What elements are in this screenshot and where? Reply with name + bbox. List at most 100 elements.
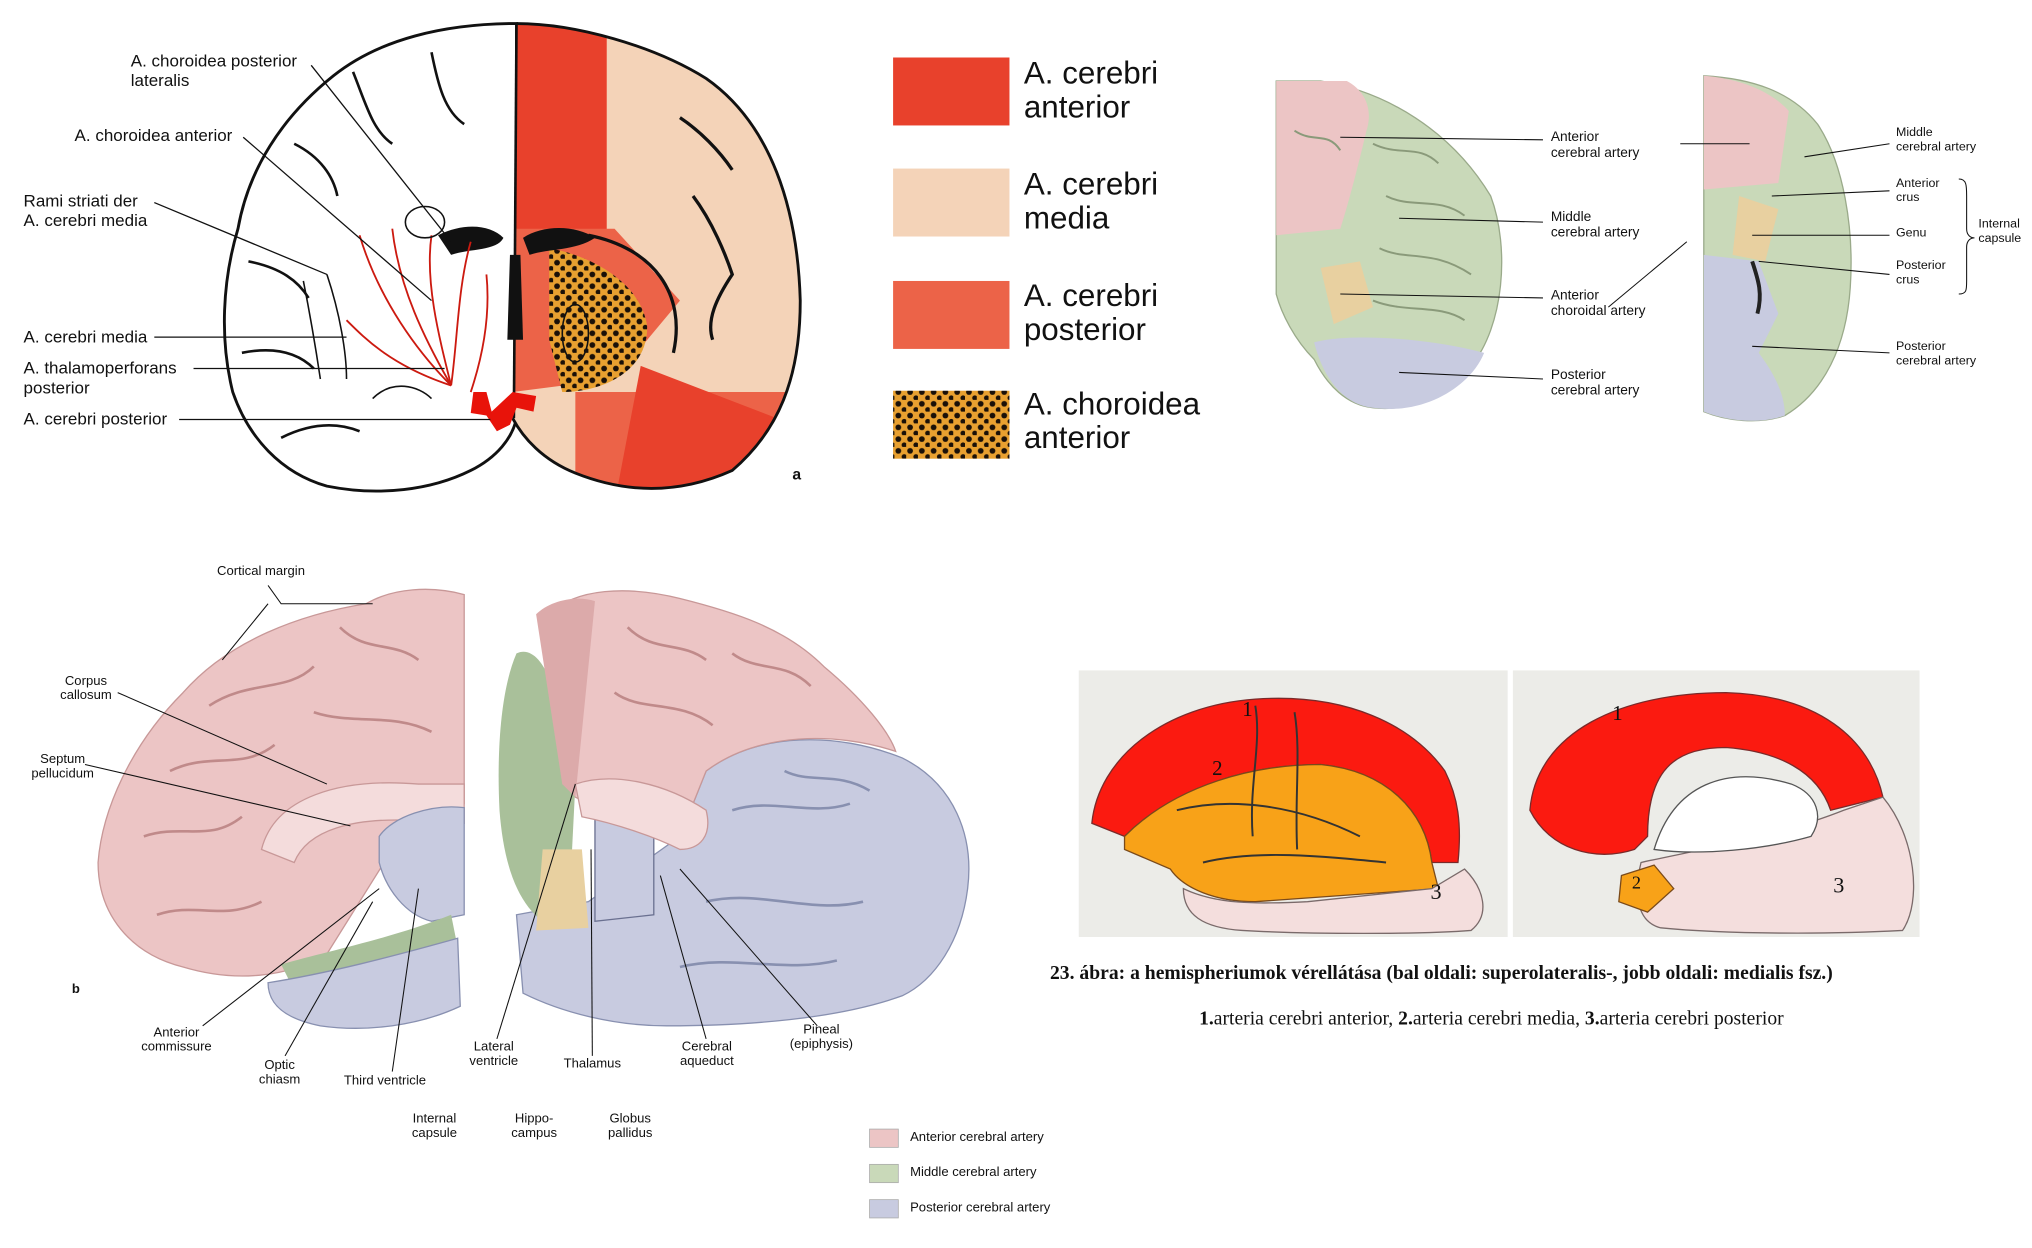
br-caption-items: 1.arteria cerebri anterior, 2.arteria ce… xyxy=(1199,1009,1784,1031)
b-legend-aca: Anterior cerebral artery xyxy=(910,1130,1044,1145)
b-label-corpus-callosum: Corpus callosum xyxy=(60,674,112,704)
tr-left-aca-region xyxy=(1276,81,1369,236)
internal-structures xyxy=(302,205,590,400)
br-number-3-left: 3 xyxy=(1430,879,1442,905)
br-number-1-left: 1 xyxy=(1242,699,1253,722)
posterior-cerebral-artery-vessel xyxy=(470,392,537,432)
b-legend-pca: Posterior cerebral artery xyxy=(910,1200,1051,1216)
lateral-ventricle-right xyxy=(523,228,595,255)
tr-right-aca-region xyxy=(1703,75,1789,190)
br-number-1-right: 1 xyxy=(1612,703,1623,726)
tr-label-aca: Anterior cerebral artery xyxy=(1550,129,1640,161)
b-legend-swatch-mca xyxy=(869,1163,899,1184)
b-label-thalamus: Thalamus xyxy=(563,1057,621,1072)
right-sulci xyxy=(588,116,735,354)
b-left-corpus-callosum xyxy=(260,782,465,864)
panel-a-leaders xyxy=(154,64,491,421)
b-label-third-ventricle: Third ventricle xyxy=(343,1074,427,1089)
b-left-gyri xyxy=(143,626,433,917)
caption-num-3: 3. xyxy=(1584,1008,1600,1030)
label-rami-striati: Rami striati der A. cerebri media xyxy=(23,190,148,230)
label-cerebri-media: A. cerebri media xyxy=(23,326,148,347)
br-number-2-left: 2 xyxy=(1212,757,1223,781)
b-right-pca-region xyxy=(515,739,970,1027)
panel-a-coronal-section xyxy=(154,22,802,493)
br-number-2-right: 2 xyxy=(1631,874,1642,894)
tr-label-posterior-crus: Posterior crus xyxy=(1896,258,1946,288)
label-cerebri-posterior: A. cerebri posterior xyxy=(23,409,168,429)
b-label-anterior-commissure: Anterior commissure xyxy=(141,1025,212,1055)
b-right-aca-region xyxy=(548,590,897,838)
tr-left-pca-region xyxy=(1314,337,1485,409)
legend-posterior: A. cerebri posterior xyxy=(1023,278,1159,349)
legend-choroidea: A. choroidea anterior xyxy=(1023,386,1201,457)
b-label-cortical-margin: Cortical margin xyxy=(217,564,305,579)
b-label-lateral-ventricle: Lateral ventricle xyxy=(469,1040,519,1070)
panel-a-letter: a xyxy=(792,465,802,484)
tr-right-pca-region xyxy=(1703,254,1785,421)
br-number-3-right: 3 xyxy=(1833,872,1845,898)
b-right-gyri xyxy=(679,769,871,969)
tr-label-internal-capsule: Internal capsule xyxy=(1978,216,2022,246)
left-hemisphere-outline xyxy=(222,22,518,493)
lateral-ventricle-left xyxy=(438,226,504,255)
panel-b-leaders xyxy=(84,585,818,1072)
b-label-septum: Septum pellucidum xyxy=(31,752,94,782)
swatch-choroidea xyxy=(893,390,1010,459)
panel-b-medial-views xyxy=(84,585,970,1219)
panel-tr-sections xyxy=(1275,75,1975,422)
tr-label-mca: Middle cerebral artery xyxy=(1550,209,1640,241)
tr-label-genu: Genu xyxy=(1896,226,1927,241)
tr-right-capsule-region xyxy=(1732,196,1779,262)
panel-br-drawings xyxy=(1078,670,1920,937)
tr-label-right-mca: Middle cerebral artery xyxy=(1896,125,1977,154)
b-label-internal-capsule: Internal capsule xyxy=(411,1112,457,1142)
legend-media: A. cerebri media xyxy=(1023,167,1159,238)
b-left-ventricle-region xyxy=(378,806,465,922)
tr-label-anterior-crus: Anterior crus xyxy=(1896,176,1940,205)
label-thalamoperforans: A. thalamoperforans posterior xyxy=(23,358,177,397)
tr-left-gyri xyxy=(1293,129,1472,321)
br-left-mca xyxy=(1123,763,1440,903)
right-hemisphere-outline xyxy=(511,22,802,490)
b-legend-swatch-pca xyxy=(869,1199,899,1219)
b-legend-mca: Middle cerebral artery xyxy=(910,1165,1037,1181)
label-choroidea-anterior: A. choroidea anterior xyxy=(74,125,233,146)
caption-text-1: arteria cerebri anterior, xyxy=(1213,1008,1399,1030)
panel-b-letter: b xyxy=(71,982,80,998)
b-left-pca-temporal xyxy=(267,937,461,1029)
swatch-posterior xyxy=(893,280,1010,349)
legend-a-swatches xyxy=(893,57,1010,459)
b-left-cortex xyxy=(97,588,465,977)
legend-anterior: A. cerebri anterior xyxy=(1023,56,1159,126)
b-right-aca-front xyxy=(536,598,595,798)
br-right-achor xyxy=(1618,864,1675,913)
caption-text-2: arteria cerebri media, xyxy=(1412,1008,1585,1030)
tr-leaders xyxy=(1340,136,1975,380)
b-label-optic-chiasm: Optic chiasm xyxy=(258,1058,301,1088)
b-label-pineal: Pineal (epiphysis) xyxy=(789,1023,854,1053)
tr-left-achor-region xyxy=(1320,261,1373,325)
caption-num-2: 2. xyxy=(1398,1008,1413,1030)
b-label-hippocampus: Hippo- campus xyxy=(511,1112,558,1142)
b-right-globus xyxy=(536,849,589,931)
b-right-aca-gyri xyxy=(613,626,812,727)
caption-text-3: arteria cerebri posterior xyxy=(1599,1008,1784,1030)
b-label-globus-pallidus: Globus pallidus xyxy=(608,1112,653,1142)
swatch-media xyxy=(893,168,1010,237)
b-label-cerebral-aqueduct: Cerebral aqueduct xyxy=(679,1040,734,1070)
br-caption-title: 23. ábra: a hemispheriumok vérellátása (… xyxy=(1050,963,1833,985)
b-legend-swatch-aca xyxy=(869,1128,899,1148)
br-left-sulci xyxy=(1176,705,1387,864)
br-right-aca xyxy=(1529,691,1884,855)
tr-label-achor: Anterior choroidal artery xyxy=(1550,287,1646,319)
br-left-pca xyxy=(1182,868,1484,935)
tr-label-pca: Posterior cerebral artery xyxy=(1550,367,1640,399)
caption-num-1: 1. xyxy=(1199,1008,1214,1030)
swatch-anterior xyxy=(893,57,1010,126)
label-choroidea-posterior-lateralis: A. choroidea posterior lateralis xyxy=(130,50,298,90)
tr-label-right-pca: Posterior cerebral artery xyxy=(1896,339,1977,369)
left-sulci xyxy=(241,52,465,439)
